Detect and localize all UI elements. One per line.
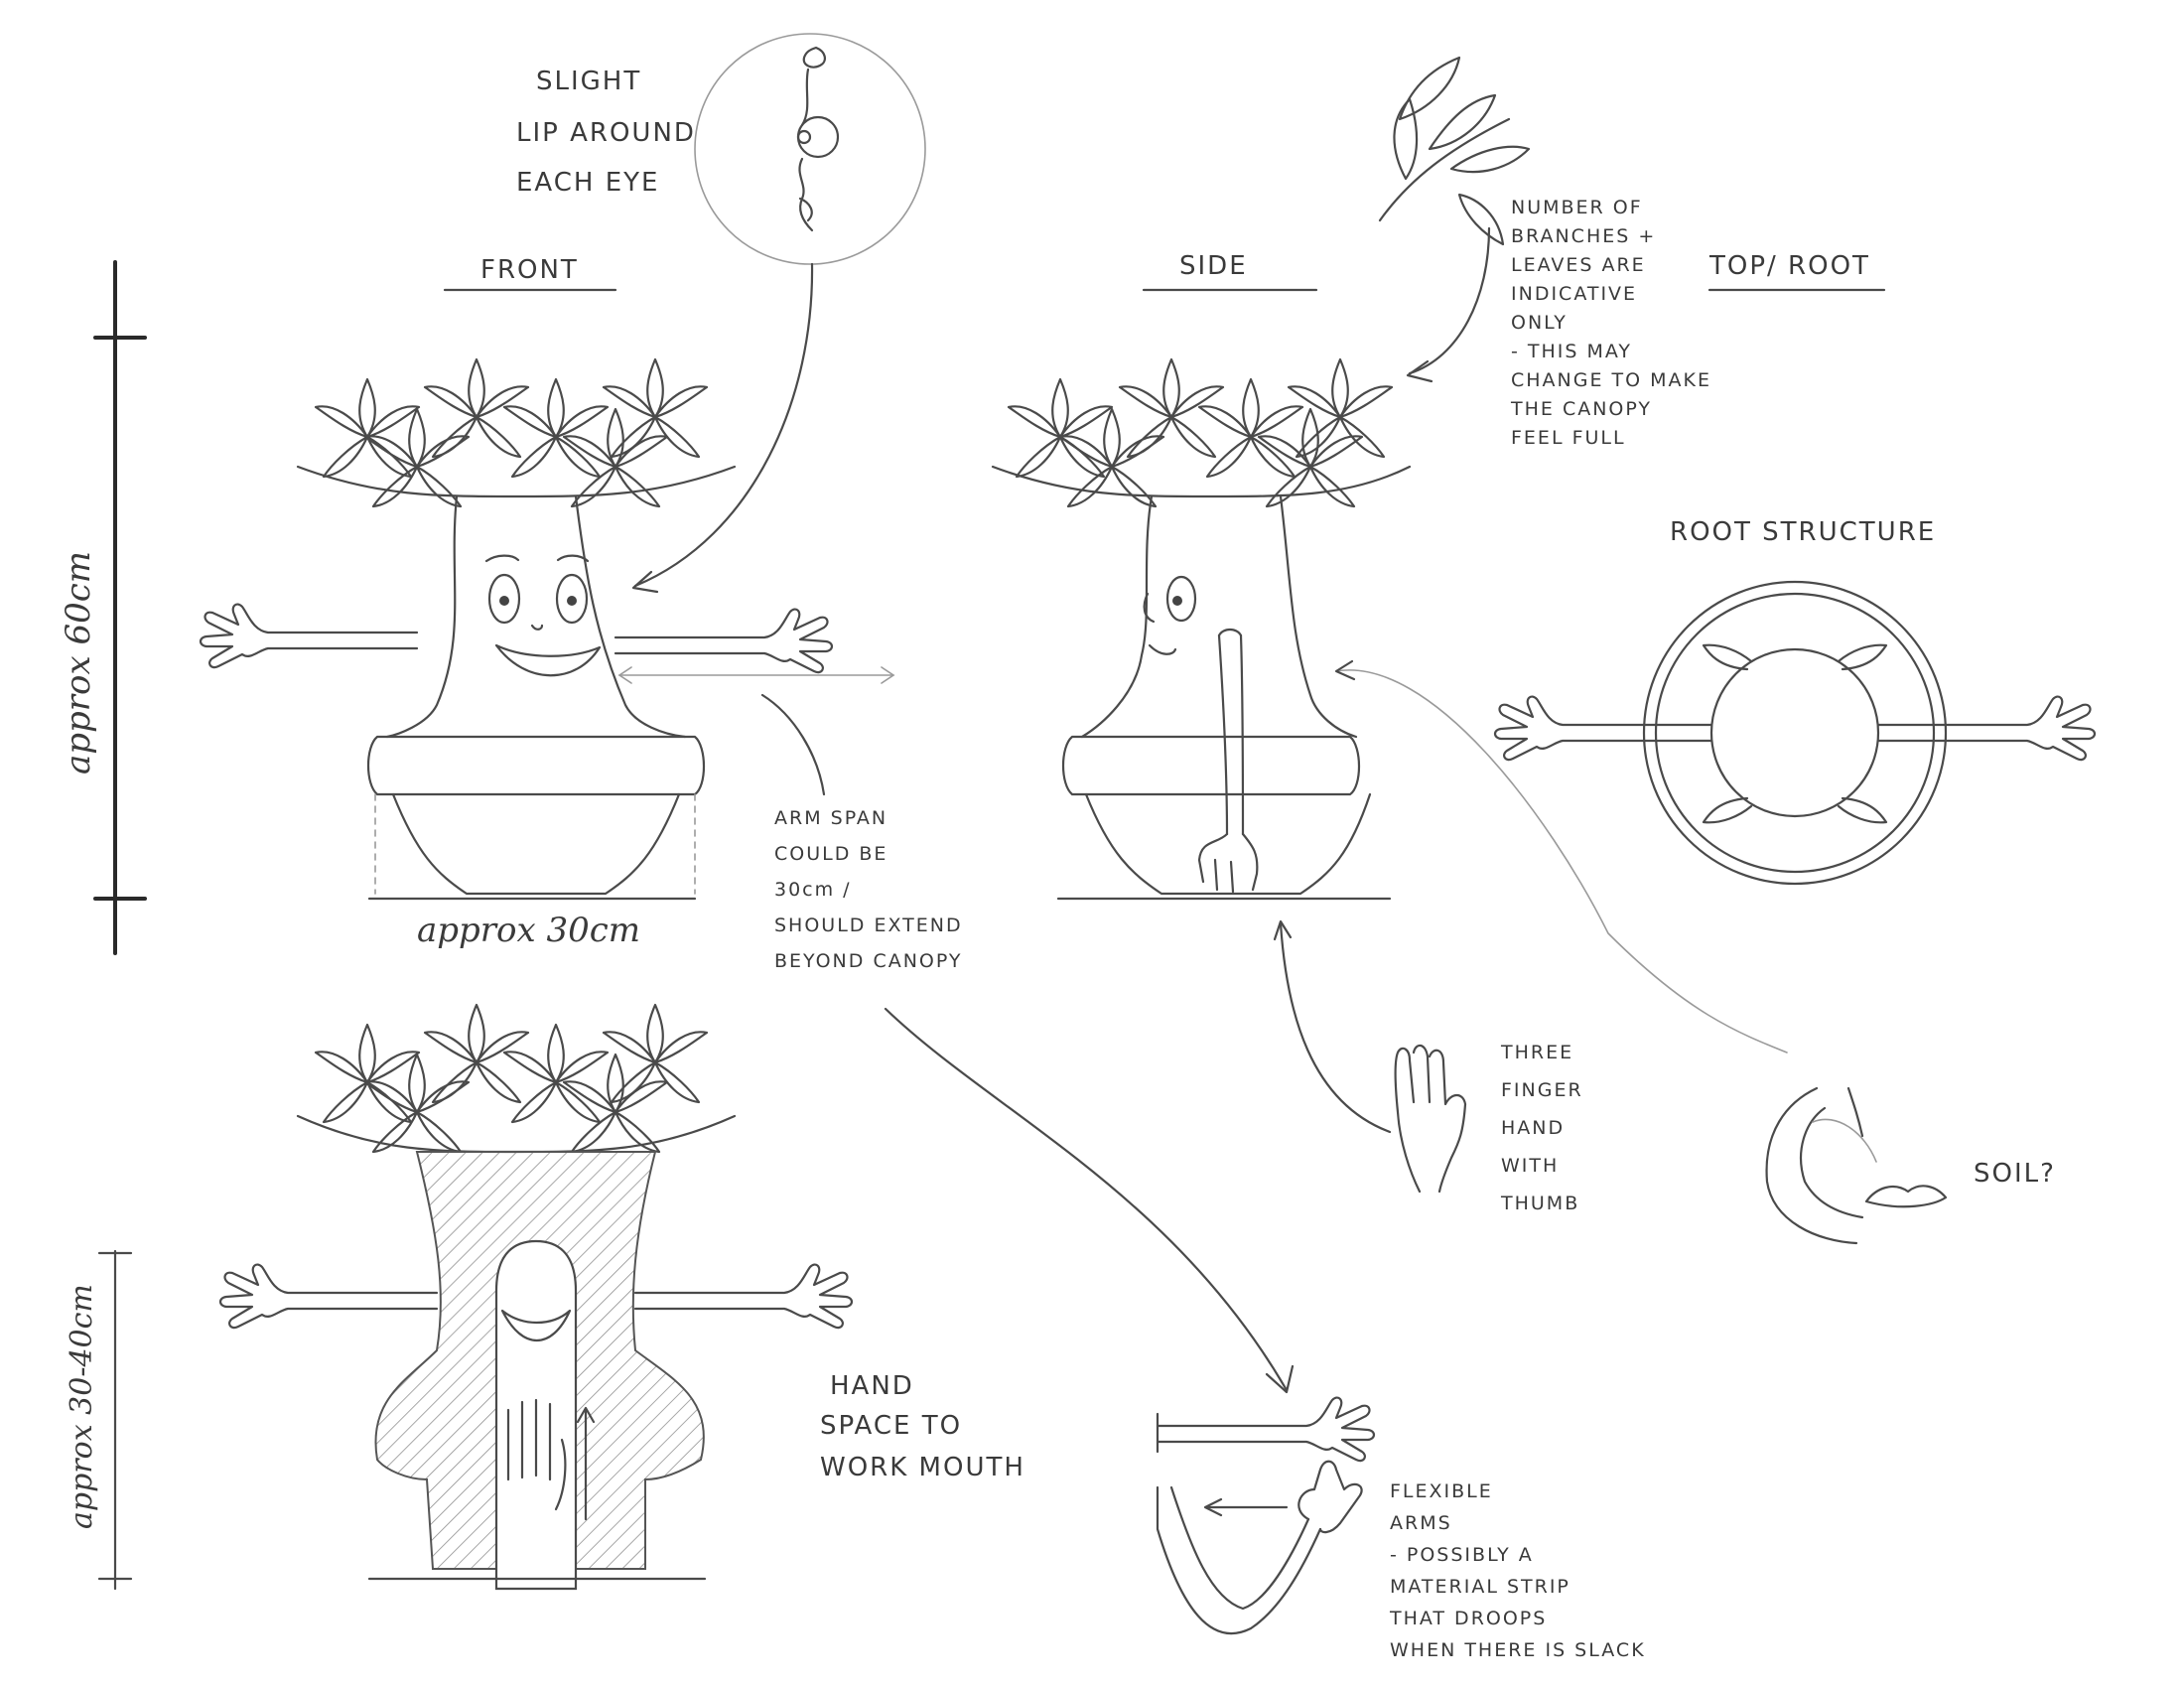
section-view-tree: HAND SPACE TO WORK MOUTH: [218, 1003, 1025, 1591]
note-handspace-3: WORK MOUTH: [820, 1453, 1025, 1482]
soil-detail: SOIL?: [1334, 659, 2056, 1245]
note-flex-4: MATERIAL STRIP: [1390, 1576, 1570, 1598]
dim-height-main: approx 60cm: [59, 551, 98, 774]
note-armspan-1: ARM SPAN: [774, 807, 887, 829]
note-branches-8: THE CANOPY: [1510, 398, 1652, 420]
side-view-tree: NUMBER OF BRANCHES + LEAVES ARE INDICATI…: [991, 56, 1711, 901]
note-branches-7: CHANGE TO MAKE: [1511, 369, 1711, 391]
note-branches-3: LEAVES ARE: [1511, 254, 1646, 276]
note-branches-5: ONLY: [1511, 312, 1568, 334]
height-dimension-lower: approx 30-40cm: [65, 1249, 133, 1591]
note-branches-6: - THIS MAY: [1511, 341, 1632, 362]
flexible-arms: FLEXIBLE ARMS - POSSIBLY A MATERIAL STRI…: [1156, 1396, 1646, 1661]
note-eye-1: SLIGHT: [536, 67, 641, 96]
note-eye-2: LIP AROUND: [516, 118, 696, 148]
dim-height-lower: approx 30-40cm: [65, 1284, 99, 1529]
note-handspace-1: HAND: [830, 1371, 914, 1401]
note-branches-9: FEEL FULL: [1511, 427, 1626, 449]
note-flex-5: THAT DROOPS: [1389, 1608, 1547, 1629]
note-flex-3: - POSSIBLY A: [1390, 1544, 1534, 1566]
front-view-tree: approx 30cm: [199, 357, 895, 950]
note-armspan-4: SHOULD EXTEND: [774, 914, 963, 936]
arm-span-note: ARM SPAN COULD BE 30cm / SHOULD EXTEND B…: [760, 693, 1295, 1394]
note-hand-2: FINGER: [1501, 1079, 1583, 1101]
note-eye-3: EACH EYE: [516, 168, 659, 198]
note-armspan-5: BEYOND CANOPY: [774, 950, 963, 972]
note-soil: SOIL?: [1974, 1159, 2056, 1189]
note-armspan-2: COULD BE: [774, 843, 887, 865]
note-branches-4: INDICATIVE: [1511, 283, 1637, 305]
top-root-view: ROOT STRUCTURE: [1493, 517, 2097, 886]
title-front: FRONT: [480, 255, 579, 285]
title-top-root: TOP/ ROOT: [1708, 251, 1870, 281]
view-titles: FRONT SIDE TOP/ ROOT: [443, 251, 1886, 292]
note-root-structure: ROOT STRUCTURE: [1670, 517, 1936, 547]
note-branches-2: BRANCHES +: [1511, 225, 1656, 247]
note-hand-3: HAND: [1501, 1117, 1565, 1139]
note-armspan-3: 30cm /: [774, 879, 852, 901]
note-handspace-2: SPACE TO: [820, 1411, 962, 1441]
dim-width-base: approx 30cm: [417, 911, 640, 950]
three-finger-hand: THREE FINGER HAND WITH THUMB: [1273, 919, 1583, 1214]
height-dimension-main: approx 60cm: [59, 260, 147, 955]
note-flex-2: ARMS: [1390, 1512, 1452, 1534]
note-flex-6: WHEN THERE IS SLACK: [1390, 1639, 1646, 1661]
note-hand-1: THREE: [1500, 1042, 1573, 1063]
note-hand-4: WITH: [1501, 1155, 1559, 1177]
note-branches-1: NUMBER OF: [1511, 197, 1643, 218]
note-flex-1: FLEXIBLE: [1390, 1480, 1493, 1502]
note-hand-5: THUMB: [1500, 1193, 1579, 1214]
title-side: SIDE: [1179, 251, 1248, 281]
eye-detail: SLIGHT LIP AROUND EACH EYE: [516, 33, 926, 594]
